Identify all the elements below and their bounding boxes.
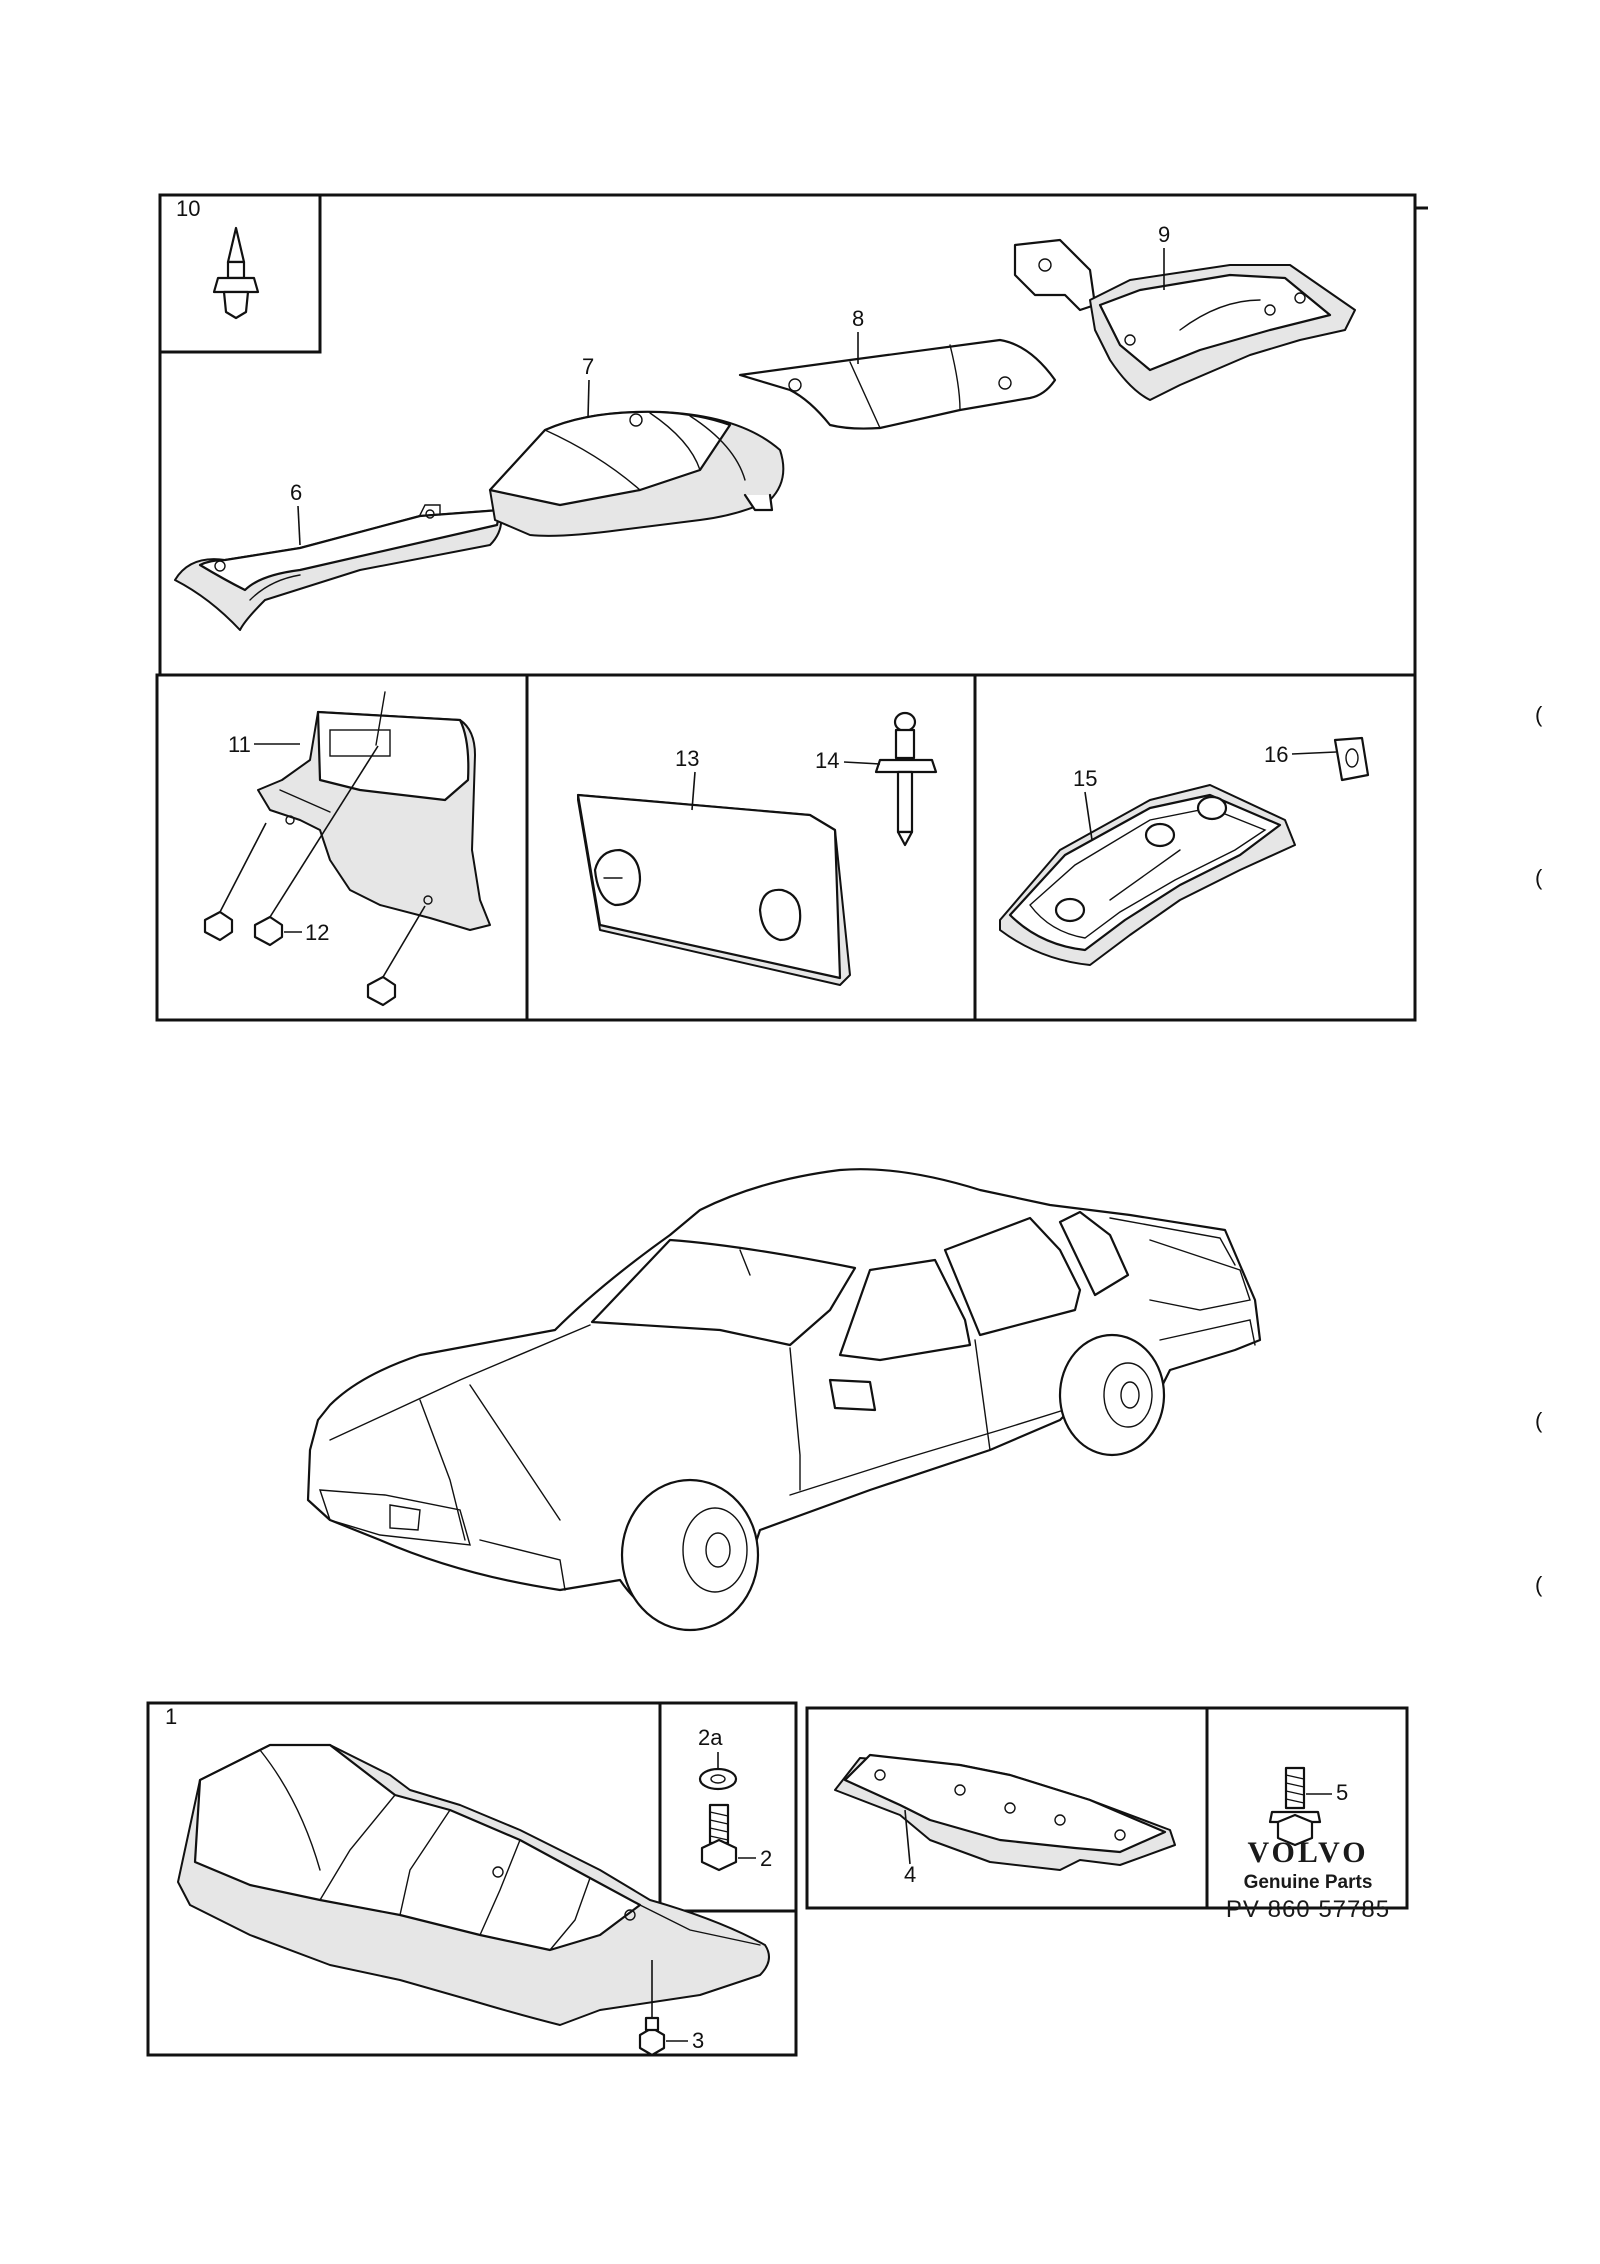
- callout-14: 14: [815, 748, 839, 773]
- part-10-clip: [212, 226, 260, 320]
- volvo-logo: VOLVO: [1247, 1836, 1369, 1869]
- part-9-bracket-shield: [1013, 238, 1356, 401]
- part-1-splash-shield: [177, 1743, 770, 2026]
- callout-5: 5: [1336, 1780, 1348, 1805]
- part-3-bolt: [638, 1960, 666, 2057]
- brand-block: VOLVO Genuine Parts PV 860 57785: [1218, 1836, 1398, 1924]
- part-12-nuts: [203, 745, 426, 1007]
- callout-13: 13: [675, 746, 699, 771]
- part-11-shield: [257, 691, 491, 931]
- document-code: PV 860 57785: [1225, 1896, 1391, 1923]
- part-4-bracket: [834, 1753, 1176, 1871]
- middle-frames: [155, 673, 1417, 1022]
- margin-mark: (: [1535, 1572, 1543, 1597]
- callout-11: 11: [228, 732, 251, 757]
- part-2-bolt: [700, 1803, 738, 1872]
- car-illustration: [306, 1168, 1262, 1632]
- part-2a-washer: [698, 1767, 738, 1791]
- margin-marks: ( ( ( (: [1535, 702, 1543, 1597]
- margin-mark: (: [1535, 1408, 1543, 1433]
- callout-7: 7: [582, 354, 594, 379]
- part-13-pad: [576, 793, 851, 986]
- callout-9: 9: [1158, 222, 1170, 247]
- bottom-frames: [146, 1701, 1409, 2057]
- part-15-mat: [999, 784, 1296, 966]
- margin-mark: (: [1535, 865, 1543, 890]
- callout-8: 8: [852, 306, 864, 331]
- callout-6: 6: [290, 480, 302, 505]
- callout-3: 3: [692, 2028, 704, 2053]
- margin-mark: (: [1535, 702, 1543, 727]
- part-7-cat-shield: [488, 410, 785, 537]
- part-6-heat-shield: [174, 504, 503, 631]
- callout-12: 12: [305, 920, 329, 945]
- callout-2a: 2a: [698, 1725, 723, 1750]
- callout-1: 1: [165, 1704, 177, 1729]
- part-14-rivet: [874, 711, 938, 847]
- middle-center-callouts: 13 14: [675, 746, 881, 811]
- part-16-clip: [1333, 736, 1370, 782]
- part-8-flat-shield: [738, 338, 1057, 430]
- callout-10: 10: [176, 196, 200, 221]
- callout-16: 16: [1264, 742, 1288, 767]
- bottom-callouts: 1 2a 2 3 4 5: [165, 1704, 1348, 2053]
- middle-right-callouts: 15 16: [1073, 742, 1337, 841]
- part-5-bolt: [1268, 1766, 1322, 1847]
- brand-subtitle: Genuine Parts: [1243, 1872, 1373, 1893]
- callout-15: 15: [1073, 766, 1097, 791]
- callout-2: 2: [760, 1846, 772, 1871]
- inset-box-10: [158, 193, 322, 354]
- top-callouts: 10 6 7 8 9: [176, 196, 1170, 546]
- callout-4: 4: [904, 1862, 916, 1887]
- middle-left-callouts: 11 12: [228, 732, 329, 945]
